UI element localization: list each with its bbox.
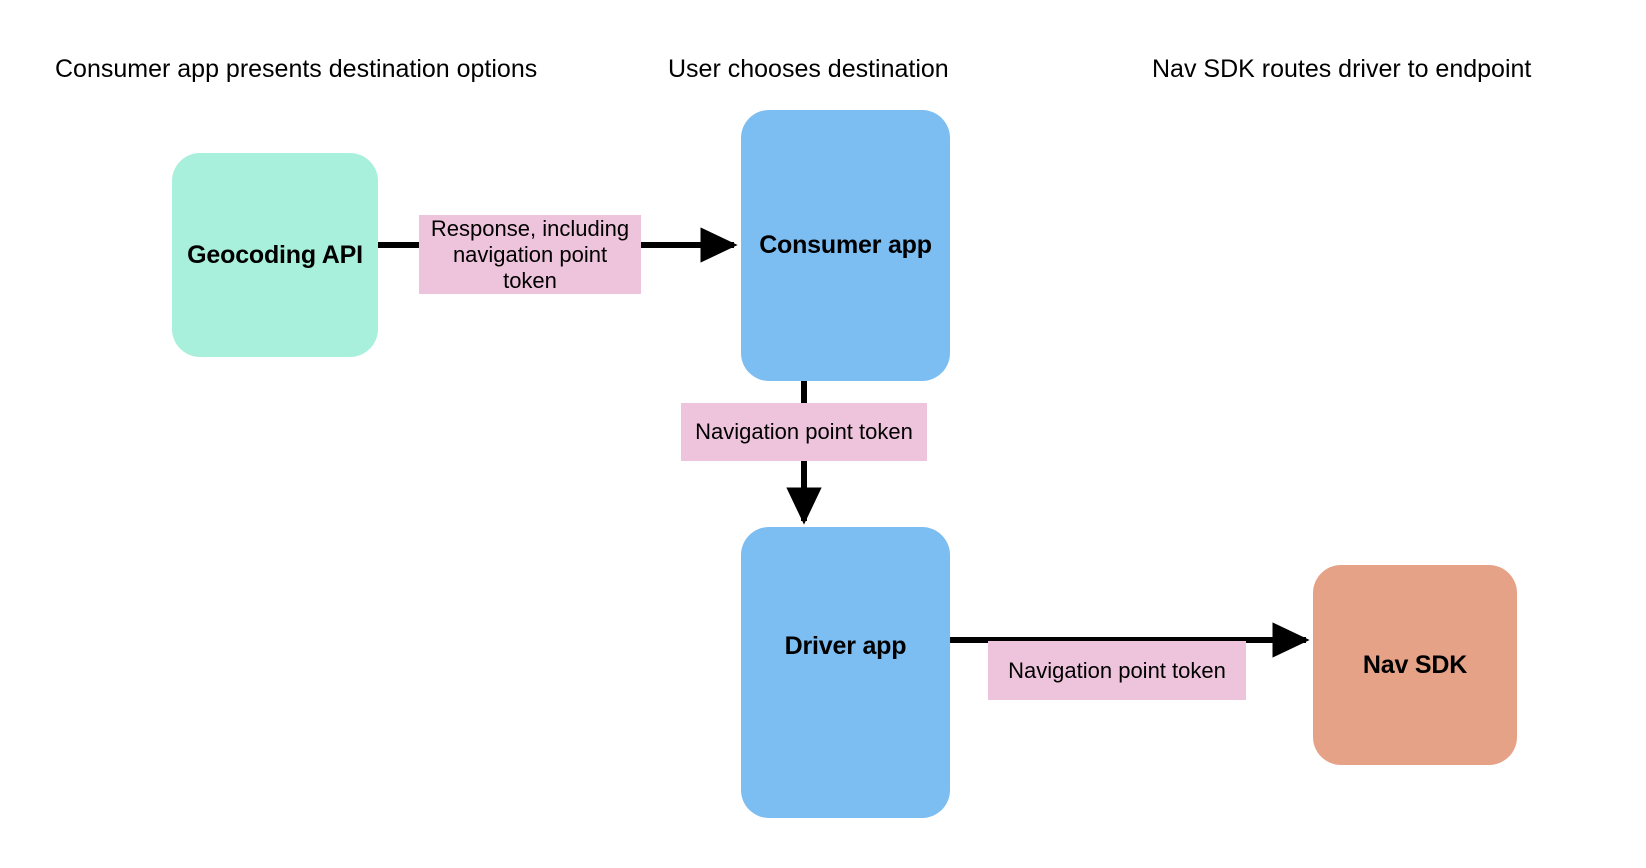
edge-label-driver-to-navsdk-text: Navigation point token [1008, 657, 1226, 683]
edge-label-driver-to-navsdk: Navigation point token [988, 641, 1246, 700]
column-header-user-stage: User chooses destination [668, 55, 949, 83]
node-nav-sdk: Nav SDK [1313, 565, 1517, 765]
node-driver-app-label: Driver app [784, 632, 907, 660]
edge-label-geocoding-to-consumer-text: Response, including navigation point tok… [430, 215, 630, 293]
node-nav-sdk-label: Nav SDK [1362, 650, 1468, 679]
column-header-navsdk-stage: Nav SDK routes driver to endpoint [1152, 55, 1532, 83]
edge-label-geocoding-to-consumer: Response, including navigation point tok… [419, 215, 641, 294]
column-header-consumer-stage: Consumer app presents destination option… [55, 55, 538, 83]
node-consumer-app: Consumer app [741, 110, 950, 381]
node-geocoding-api: Geocoding API [172, 153, 378, 357]
node-geocoding-api-label: Geocoding API [187, 240, 363, 269]
edge-label-consumer-to-driver: Navigation point token [681, 403, 927, 461]
node-driver-app: Driver app [741, 527, 950, 818]
edge-label-consumer-to-driver-text: Navigation point token [695, 419, 913, 444]
node-consumer-app-label: Consumer app [759, 231, 932, 259]
